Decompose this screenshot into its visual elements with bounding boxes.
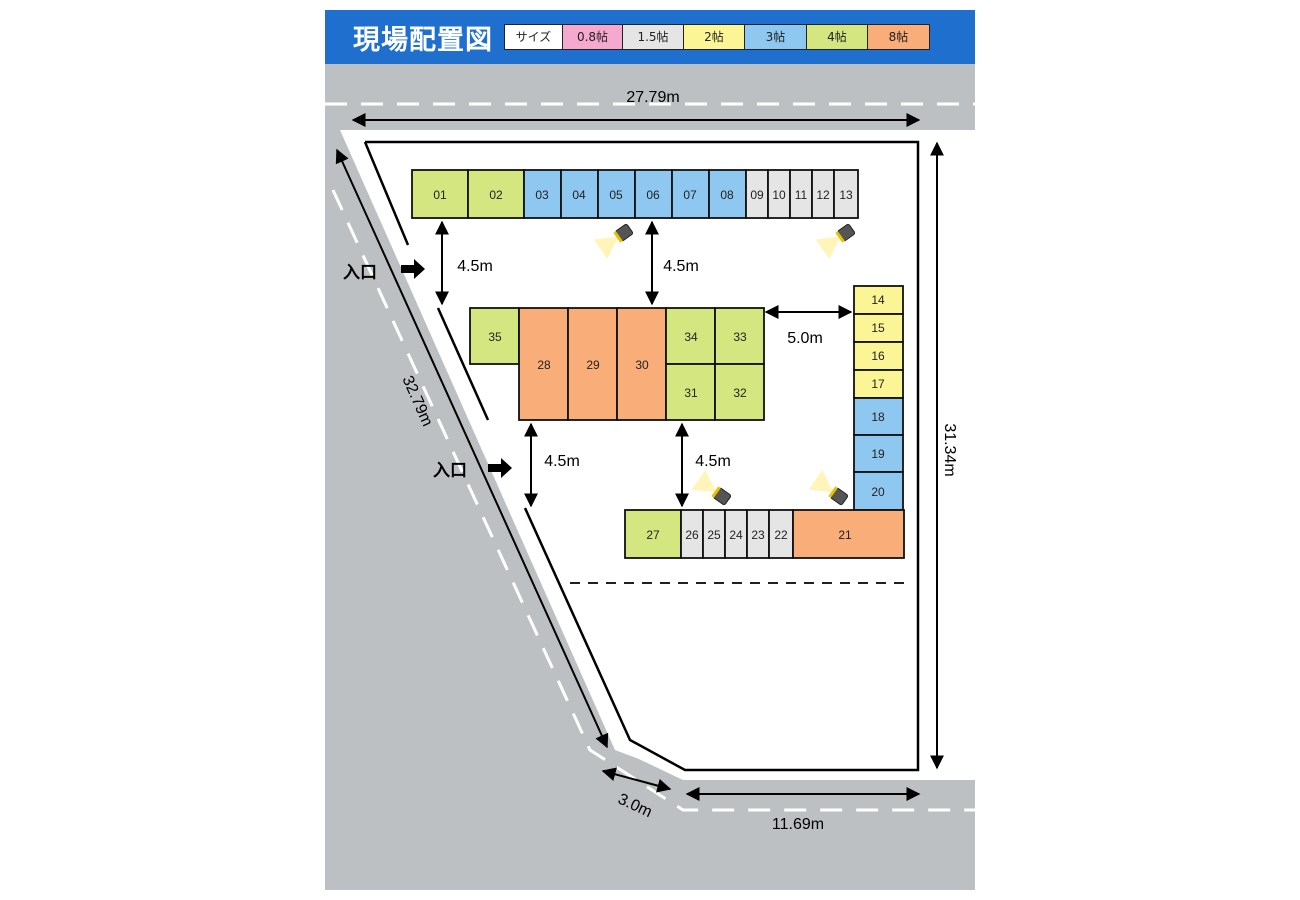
site-boundary	[365, 140, 920, 772]
size-legend: サイズ 0.8帖 1.5帖 2帖 3帖 4帖 8帖	[504, 24, 930, 50]
dimension-bottom-label: 11.69m	[772, 816, 824, 833]
unit-32-label: 32	[733, 386, 747, 400]
unit-10-label: 10	[772, 188, 786, 202]
unit-29-label: 29	[586, 358, 600, 372]
unit-26-label: 26	[685, 528, 699, 542]
unit-30-label: 30	[635, 358, 649, 372]
unit-08[interactable]	[708, 169, 747, 219]
entrance-arrow-icon	[488, 458, 512, 478]
dimension-arrow-corner	[601, 767, 672, 793]
unit-04-label: 04	[572, 188, 586, 202]
unit-28-label: 28	[537, 358, 551, 372]
unit-16-label: 16	[871, 349, 885, 363]
unit-07-label: 07	[683, 188, 697, 202]
unit-03-label: 03	[535, 188, 549, 202]
unit-11-label: 11	[795, 188, 808, 202]
unit-20[interactable]	[853, 471, 904, 511]
unit-25-label: 25	[707, 528, 721, 542]
unit-21-label: 21	[838, 528, 852, 542]
unit-19-label: 19	[871, 447, 885, 461]
unit-16[interactable]	[853, 341, 904, 371]
site-plan-drawing: 01 02 03 04 05 06 07 08 09 10 11 12 13	[325, 64, 975, 890]
dimension-arrow-left	[335, 148, 609, 749]
unit-13-label: 13	[839, 188, 853, 202]
gap-middle-right-label: 5.0m	[787, 330, 823, 347]
unit-17[interactable]	[853, 369, 904, 399]
legend-item-0-8: 0.8帖	[563, 25, 623, 49]
unit-08-label: 08	[720, 188, 734, 202]
legend-item-1-5: 1.5帖	[623, 25, 684, 49]
gap-bottom-center-label: 4.5m	[695, 453, 731, 470]
unit-09-label: 09	[750, 188, 764, 202]
floodlight-icon	[808, 469, 849, 506]
unit-18[interactable]	[853, 397, 904, 436]
legend-item-8: 8帖	[868, 25, 929, 49]
gap-bottom-left-label: 4.5m	[544, 453, 580, 470]
site-plan: 01 02 03 04 05 06 07 08 09 10 11 12 13	[325, 10, 975, 890]
unit-14-label: 14	[871, 293, 885, 307]
unit-22-label: 22	[774, 528, 788, 542]
unit-15-label: 15	[871, 321, 885, 335]
gap-top-left-label: 4.5m	[457, 258, 493, 275]
unit-27-label: 27	[646, 528, 660, 542]
dimension-right-label: 31.34m	[941, 423, 958, 476]
unit-12-label: 12	[816, 188, 830, 202]
unit-17-label: 17	[871, 377, 885, 391]
unit-02-label: 02	[489, 188, 503, 202]
floodlight-icon	[815, 223, 856, 260]
unit-32[interactable]	[714, 363, 765, 421]
page-title: 現場配置図	[353, 25, 493, 56]
unit-07[interactable]	[671, 169, 710, 219]
unit-row-top: 01 02 03 04 05 06 07 08 09 10 11 12 13	[411, 169, 859, 219]
unit-35-label: 35	[488, 330, 502, 344]
header-bar: 現場配置図 サイズ 0.8帖 1.5帖 2帖 3帖 4帖 8帖	[325, 10, 975, 64]
dimension-top-label: 27.79m	[626, 89, 679, 106]
unit-05-label: 05	[609, 188, 623, 202]
entrance-label-upper: 入口	[343, 263, 377, 282]
unit-column-right: 14 15 16 17 18 19 20	[853, 285, 904, 511]
legend-item-header: サイズ	[505, 25, 563, 49]
unit-24-label: 24	[729, 528, 743, 542]
entrance-arrow-icon	[401, 259, 425, 279]
unit-23-label: 23	[751, 528, 765, 542]
unit-21[interactable]	[792, 509, 905, 559]
unit-31-label: 31	[684, 386, 698, 400]
floodlight-icon	[691, 469, 732, 506]
unit-30[interactable]	[616, 307, 667, 421]
unit-13[interactable]	[833, 169, 859, 219]
unit-01-label: 01	[433, 188, 447, 202]
gap-top-center-label: 4.5m	[663, 258, 699, 275]
unit-15[interactable]	[853, 313, 904, 343]
unit-19[interactable]	[853, 434, 904, 473]
unit-18-label: 18	[871, 410, 885, 424]
legend-item-2: 2帖	[684, 25, 745, 49]
unit-22[interactable]	[768, 509, 794, 559]
unit-31[interactable]	[665, 363, 716, 421]
entrance-label-lower: 入口	[433, 461, 467, 480]
unit-06-label: 06	[646, 188, 660, 202]
unit-33-label: 33	[733, 330, 747, 344]
legend-item-3: 3帖	[745, 25, 807, 49]
unit-row-bottom: 27 26 25 24 23 22 21	[624, 509, 905, 559]
unit-20-label: 20	[871, 485, 885, 499]
legend-item-4: 4帖	[807, 25, 868, 49]
unit-34-label: 34	[684, 330, 698, 344]
